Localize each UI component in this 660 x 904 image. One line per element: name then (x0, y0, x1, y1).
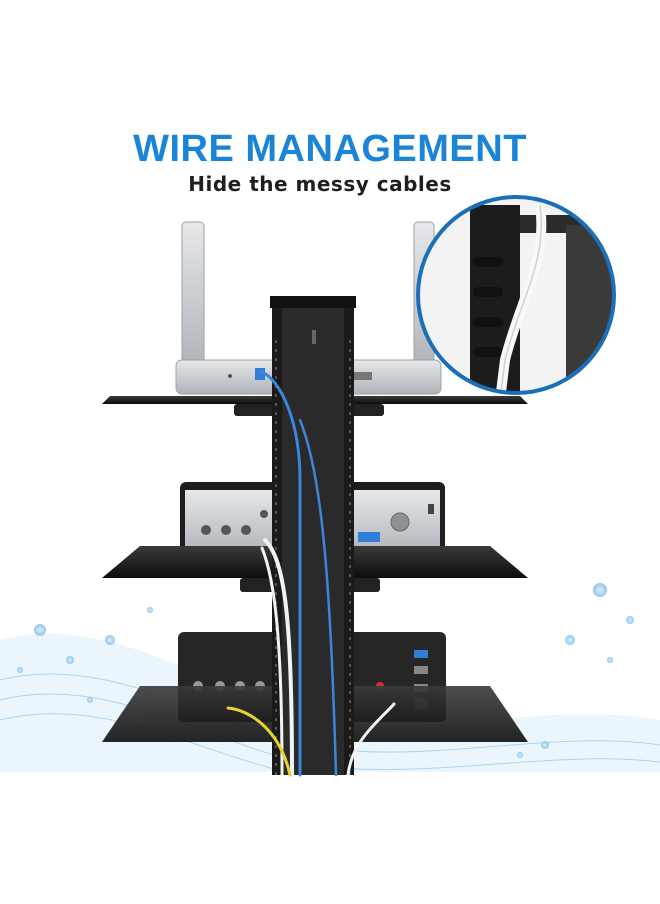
page-title: WIRE MANAGEMENT (133, 128, 527, 170)
detail-inset (416, 195, 616, 395)
cables (226, 370, 396, 777)
water-background (0, 583, 660, 781)
page-subtitle: Hide the messy cables (188, 172, 452, 196)
cable-management-pillar (270, 296, 356, 775)
